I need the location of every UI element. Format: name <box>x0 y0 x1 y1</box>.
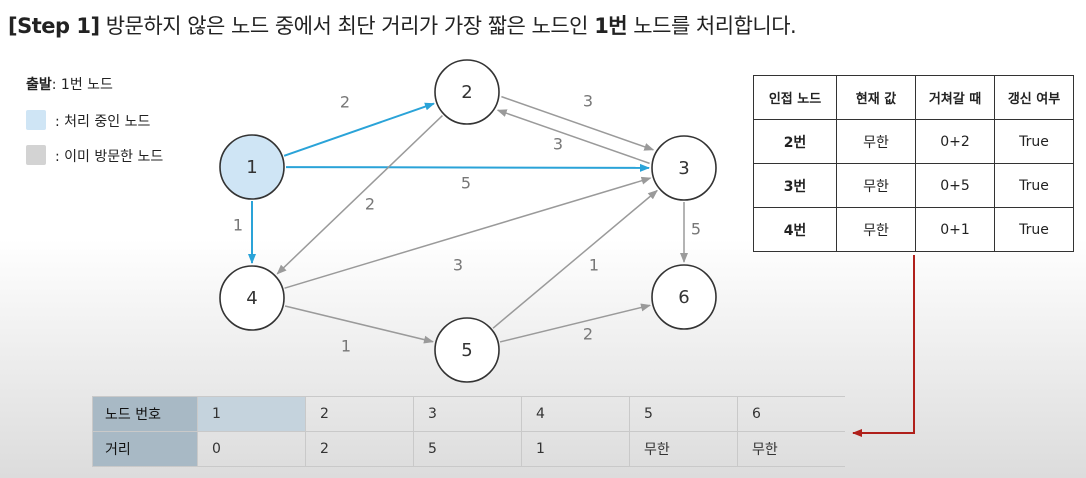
adj-cell: True <box>994 119 1074 164</box>
graph-node-label: 3 <box>678 158 689 179</box>
table-row: 2번 무한 0+2 True <box>753 119 1074 164</box>
adj-cell: 0+5 <box>915 163 995 208</box>
adj-col-header: 현재 값 <box>836 75 916 120</box>
title-text-after: 노드를 처리합니다. <box>627 14 797 38</box>
graph-node-3 <box>651 135 717 201</box>
graph-node-label: 2 <box>461 82 472 103</box>
pointer-arrow <box>852 255 915 437</box>
distance-table: 노드 번호 1 2 3 4 5 6 거리 0 2 5 1 무한 무한 <box>92 396 845 467</box>
edge-1-2 <box>283 102 435 157</box>
distance-cell: 5 <box>413 431 522 467</box>
node-number-cell: 3 <box>413 396 522 432</box>
adj-cell: 무한 <box>836 163 916 208</box>
step-label: [Step 1] <box>8 14 100 38</box>
adj-cell: 4번 <box>753 207 837 252</box>
graph-node-label: 5 <box>461 340 472 361</box>
distance-cell: 0 <box>197 431 306 467</box>
edge-4-5 <box>284 305 434 344</box>
adj-cell: 0+2 <box>915 119 995 164</box>
title-text-before: 방문하지 않은 노드 중에서 최단 거리가 가장 짧은 노드인 <box>99 14 595 38</box>
graph-node-5 <box>434 317 500 383</box>
node-number-cell: 6 <box>737 396 845 432</box>
edge-weight-label: 2 <box>583 325 593 344</box>
node-number-cell: 5 <box>629 396 738 432</box>
graph-node-2 <box>434 59 500 125</box>
adj-cell: True <box>994 207 1074 252</box>
adj-cell: 무한 <box>836 119 916 164</box>
graph-node-4 <box>219 265 285 331</box>
distance-cell: 2 <box>305 431 414 467</box>
graph-node-label: 1 <box>246 157 257 178</box>
edge-3-2 <box>496 109 650 165</box>
distance-row: 거리 0 2 5 1 무한 무한 <box>92 431 845 467</box>
adjacency-header-row: 인접 노드 현재 값 거쳐갈 때 갱신 여부 <box>753 75 1074 120</box>
edge-1-3 <box>285 163 651 172</box>
adj-cell: 3번 <box>753 163 837 208</box>
edge-weight-label: 1 <box>589 256 599 275</box>
table-row: 3번 무한 0+5 True <box>753 163 1074 208</box>
graph-node-label: 6 <box>678 287 689 308</box>
legend-start-label: 출발 <box>26 77 52 93</box>
edge-weight-label: 2 <box>340 93 350 112</box>
page-title: [Step 1] 방문하지 않은 노드 중에서 최단 거리가 가장 짧은 노드인… <box>8 10 797 40</box>
node-number-cell: 2 <box>305 396 414 432</box>
edge-weight-label: 2 <box>365 195 375 214</box>
adj-cell: 무한 <box>836 207 916 252</box>
visited-swatch <box>26 145 46 165</box>
graph-node-6 <box>651 264 717 330</box>
adj-col-header: 갱신 여부 <box>994 75 1074 120</box>
row-label-node: 노드 번호 <box>92 396 198 432</box>
processing-swatch <box>26 110 46 130</box>
edge-weight-label: 3 <box>553 135 563 154</box>
row-label-distance: 거리 <box>92 431 198 467</box>
edge-weight-label: 1 <box>341 337 351 356</box>
title-highlight: 1번 <box>594 14 628 38</box>
adj-cell: True <box>994 163 1074 208</box>
edge-weight-label: 3 <box>583 92 593 111</box>
distance-cell: 1 <box>521 431 630 467</box>
edge-5-3 <box>492 189 658 329</box>
edge-weight-label: 5 <box>461 174 471 193</box>
edge-4-3 <box>284 176 652 289</box>
adj-col-header: 거쳐갈 때 <box>915 75 995 120</box>
adjacency-table: 인접 노드 현재 값 거쳐갈 때 갱신 여부 2번 무한 0+2 True 3번… <box>753 75 1074 252</box>
edge-weight-label: 1 <box>233 216 243 235</box>
node-number-row: 노드 번호 1 2 3 4 5 6 <box>92 396 845 432</box>
legend-processing: : 처리 중인 노드 <box>55 114 151 130</box>
adj-cell: 2번 <box>753 119 837 164</box>
edge-5-6 <box>499 303 651 343</box>
graph-node-1 <box>219 134 285 200</box>
legend-visited: : 이미 방문한 노드 <box>55 149 164 165</box>
node-number-cell: 4 <box>521 396 630 432</box>
distance-cell: 무한 <box>737 431 845 467</box>
distance-cell: 무한 <box>629 431 738 467</box>
graph-node-label: 4 <box>246 288 257 309</box>
adj-cell: 0+1 <box>915 207 995 252</box>
edge-weight-label: 5 <box>691 220 701 239</box>
node-number-cell: 1 <box>197 396 306 432</box>
edge-weight-label: 3 <box>453 256 463 275</box>
edge-2-4 <box>276 114 443 275</box>
adj-col-header: 인접 노드 <box>753 75 837 120</box>
table-row: 4번 무한 0+1 True <box>753 207 1074 252</box>
legend-start: 출발: 1번 노드 <box>26 74 113 94</box>
legend-start-value: : 1번 노드 <box>51 77 113 93</box>
edge-2-3 <box>501 95 655 151</box>
